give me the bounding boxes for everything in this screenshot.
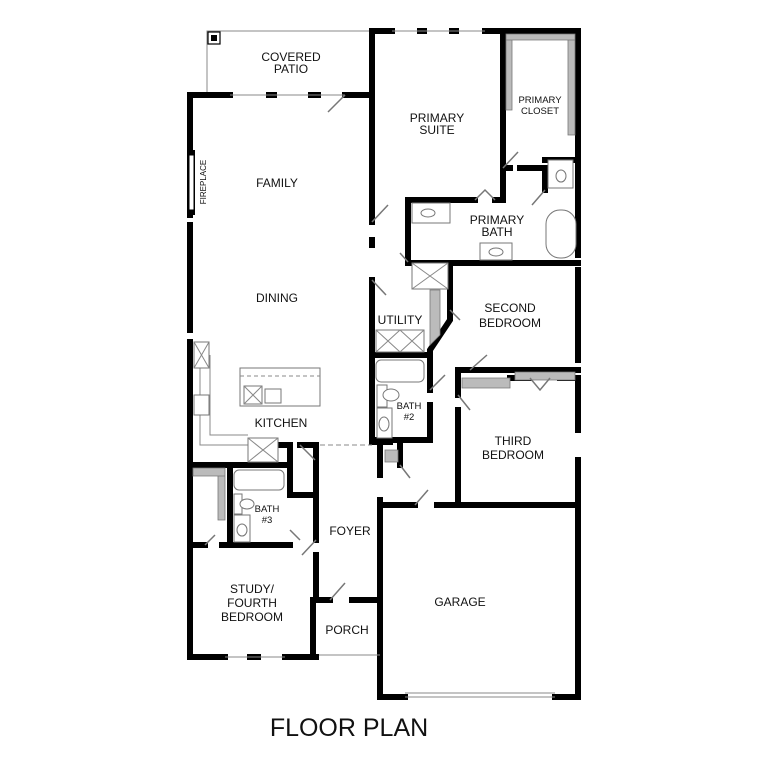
bath-2-label-2: #2 [404,412,415,423]
study-label-3: BEDROOM [221,610,283,624]
covered-patio-label-2: PATIO [274,62,308,76]
bath-3-label-2: #3 [262,515,273,526]
primary-bath-label: PRIMARY [470,213,524,227]
utility-label: UTILITY [378,313,423,327]
second-bedroom-label-2: BEDROOM [479,316,541,330]
primary-suite-label: PRIMARY [410,111,464,125]
fixtures [192,33,577,543]
study-label: STUDY/ [230,582,275,596]
foyer-label: FOYER [329,524,371,538]
room-labels: COVERED PATIO PRIMARY SUITE PRIMARY CLOS… [199,50,562,742]
family-label: FAMILY [256,176,298,190]
bath-3-label: BATH [255,504,280,515]
porch-label: PORCH [325,623,368,637]
doors [204,94,551,601]
plan-title: FLOOR PLAN [270,714,428,742]
third-bedroom-label: THIRD [495,434,532,448]
primary-suite-label-2: SUITE [419,123,454,137]
study-label-2: FOURTH [227,596,277,610]
fireplace-label: FIREPLACE [199,160,208,204]
covered-patio-label: COVERED [261,50,321,64]
primary-closet-label: PRIMARY [518,95,562,106]
third-bedroom-label-2: BEDROOM [482,448,544,462]
kitchen-label: KITCHEN [255,416,308,430]
covered-patio-outline [206,30,372,95]
dining-label: DINING [256,291,298,305]
walls [187,28,581,700]
second-bedroom-label: SECOND [484,301,536,315]
bath-2-label: BATH [397,401,422,412]
primary-closet-label-2: CLOSET [521,106,559,117]
garage-label: GARAGE [434,595,485,609]
primary-bath-label-2: BATH [481,225,512,239]
